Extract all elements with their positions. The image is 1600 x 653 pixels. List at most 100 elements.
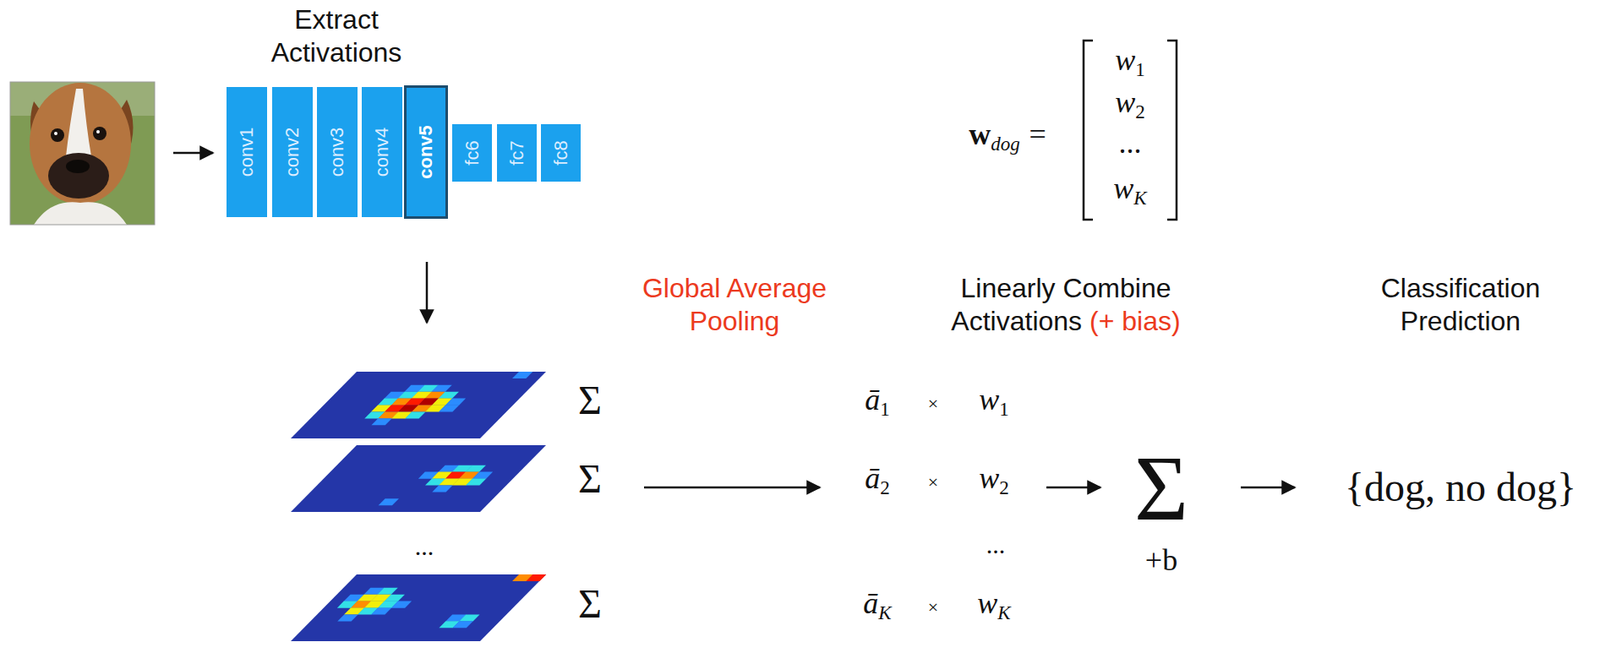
dog-eye bbox=[92, 126, 107, 141]
math-symbol: {dog, no dog} bbox=[1344, 465, 1577, 511]
math-symbol: × bbox=[928, 393, 939, 415]
activation-cell bbox=[452, 621, 473, 628]
math-symbol: Σ bbox=[578, 457, 602, 503]
layer-name: conv4 bbox=[372, 127, 392, 178]
dog-head bbox=[29, 82, 132, 205]
math-symbol: × bbox=[928, 472, 939, 493]
math-symbol: w bbox=[978, 462, 1000, 497]
stage-title-text: Classification Prediction bbox=[1381, 273, 1541, 337]
math-subscript: 1 bbox=[1135, 59, 1146, 81]
math-symbol: ā bbox=[864, 383, 880, 418]
math-symbol: ā bbox=[862, 587, 879, 622]
math-subscript: 2 bbox=[879, 477, 891, 499]
stage-title-text: (+ bias) bbox=[1089, 305, 1181, 337]
matrix-bracket bbox=[1083, 40, 1093, 220]
activation-cell bbox=[371, 418, 392, 426]
math-expression: +b bbox=[1145, 544, 1178, 579]
math-subscript: K bbox=[1133, 187, 1147, 209]
activation-cell bbox=[371, 608, 392, 616]
layer-name: conv5 bbox=[416, 125, 436, 180]
layer-box: conv4 bbox=[361, 87, 403, 218]
math-expression: {dog, no dog} bbox=[1344, 465, 1577, 511]
activation-map bbox=[290, 574, 547, 642]
flow-arrow bbox=[1046, 486, 1101, 490]
grass-background bbox=[10, 81, 155, 225]
layer-name: fc6 bbox=[462, 140, 481, 165]
layer-box: fc8 bbox=[540, 124, 581, 182]
dog-photo bbox=[10, 81, 155, 225]
math-expression: wK bbox=[1113, 172, 1147, 207]
layer-name: fc8 bbox=[551, 140, 570, 165]
math-symbol: × bbox=[928, 597, 939, 618]
layer-box: fc6 bbox=[452, 124, 492, 182]
math-symbol: Σ bbox=[578, 582, 602, 628]
dog-eye bbox=[50, 128, 65, 142]
activation-cell bbox=[431, 485, 453, 492]
math-subscript: K bbox=[878, 602, 891, 624]
activation-cell bbox=[378, 498, 399, 506]
layer-box: conv3 bbox=[316, 87, 358, 218]
flow-arrow bbox=[425, 262, 429, 323]
activation-cell bbox=[391, 601, 412, 609]
stage-title: Extract Activations bbox=[239, 3, 434, 70]
math-symbol: w bbox=[978, 383, 1000, 418]
math-symbol: = bbox=[1029, 118, 1047, 153]
math-subscript: 2 bbox=[999, 477, 1010, 499]
math-expression: Σ bbox=[1134, 437, 1189, 541]
math-symbol: +b bbox=[1145, 544, 1178, 579]
math-expression: Σ bbox=[578, 378, 602, 424]
math-symbol: w bbox=[1113, 172, 1134, 207]
math-subscript: 1 bbox=[879, 398, 891, 421]
math-expression: āK bbox=[862, 587, 891, 622]
layer-box: conv1 bbox=[226, 87, 268, 218]
stage-title: Global Average Pooling bbox=[620, 272, 849, 339]
eye-highlight bbox=[54, 131, 58, 136]
matrix-bracket bbox=[1167, 40, 1177, 220]
flow-arrow bbox=[173, 152, 213, 155]
math-expression: × bbox=[928, 472, 939, 493]
dog-muzzle bbox=[48, 152, 110, 199]
math-symbol: ... bbox=[986, 530, 1006, 559]
math-expression: ā2 bbox=[864, 462, 891, 497]
stage-title-text: Extract Activations bbox=[271, 4, 403, 68]
math-expression: wdog = bbox=[968, 118, 1047, 153]
activation-cell bbox=[431, 385, 452, 393]
highlighted-layer-box: conv5 bbox=[404, 85, 448, 219]
math-expression: ... bbox=[1119, 126, 1142, 161]
math-subscript: dog bbox=[990, 133, 1021, 155]
activation-cell bbox=[404, 411, 426, 419]
math-expression: × bbox=[928, 597, 939, 618]
map-plane bbox=[290, 574, 547, 642]
activation-cell bbox=[384, 595, 405, 602]
math-expression: w2 bbox=[1114, 86, 1146, 121]
flow-arrow bbox=[644, 486, 820, 490]
activation-cell bbox=[472, 472, 493, 480]
activation-maps bbox=[290, 371, 547, 642]
stage-title-text: Global Average Pooling bbox=[642, 273, 827, 337]
math-symbol: w bbox=[968, 118, 991, 153]
activation-cell bbox=[337, 614, 358, 622]
activation-cell bbox=[445, 398, 466, 406]
math-subscript: 1 bbox=[999, 398, 1010, 421]
math-expression: w1 bbox=[978, 383, 1010, 418]
activation-cell bbox=[512, 574, 533, 582]
math-expression: Σ bbox=[578, 457, 602, 503]
activation-cell bbox=[465, 465, 487, 473]
layer-box: fc7 bbox=[496, 124, 537, 182]
math-expression: ā1 bbox=[864, 383, 891, 418]
math-subscript: K bbox=[997, 602, 1011, 624]
math-expression: wK bbox=[977, 587, 1011, 622]
math-symbol: Σ bbox=[578, 378, 602, 424]
flow-arrow bbox=[1240, 486, 1295, 490]
activation-cell bbox=[376, 588, 398, 596]
math-symbol: w bbox=[977, 587, 998, 622]
map-plane bbox=[290, 445, 547, 513]
eye-highlight bbox=[96, 130, 100, 134]
dog-chest bbox=[33, 202, 127, 225]
math-symbol: w bbox=[1114, 86, 1136, 121]
math-symbol: ... bbox=[415, 532, 435, 561]
activation-cell bbox=[438, 405, 459, 413]
layer-name: conv1 bbox=[237, 127, 257, 178]
activation-map bbox=[290, 445, 547, 513]
